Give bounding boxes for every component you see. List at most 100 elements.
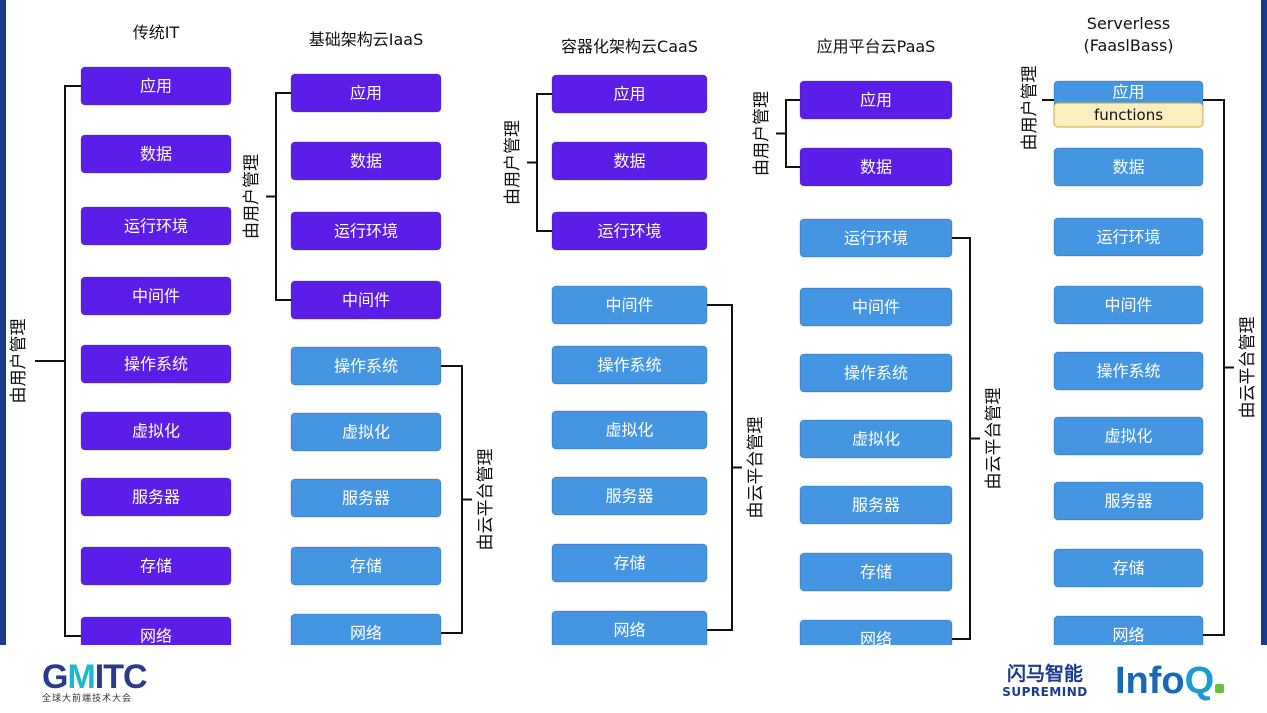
layer-box: 数据 — [1053, 147, 1204, 187]
layer-box: 操作系统 — [1053, 351, 1204, 391]
gmitc-wordmark: GMITC — [42, 658, 148, 696]
layer-label: 数据 — [140, 145, 172, 164]
layer-box-bg — [80, 344, 232, 384]
cloud-managed-label: 由云平台管理 — [1238, 317, 1258, 419]
layer-box: 网络 — [551, 610, 708, 645]
column-title: 应用平台云PaaS — [817, 37, 936, 56]
layer-label: 操作系统 — [844, 364, 908, 383]
layer-box-bg — [1053, 416, 1204, 456]
layer-label: 操作系统 — [597, 356, 661, 375]
layer-box-bg — [551, 543, 708, 583]
layer-label: 操作系统 — [1096, 362, 1160, 381]
layer-box: 虚拟化 — [290, 412, 442, 452]
layer-box-bg — [1053, 285, 1204, 325]
layer-box-bg — [80, 546, 232, 586]
user-managed-label: 由用户管理 — [752, 91, 772, 176]
layer-label: 应用 — [1112, 83, 1144, 102]
service-model-diagram: 传统IT应用数据运行环境中间件操作系统虚拟化服务器存储网络由用户管理基础架构云I… — [9, 14, 1258, 646]
layer-box: 网络 — [1053, 615, 1204, 645]
layer-box-bg — [80, 411, 232, 451]
layer-box: 虚拟化 — [799, 419, 953, 459]
layer-box: 应用 — [80, 66, 232, 106]
layer-label: 虚拟化 — [605, 421, 653, 440]
column-5: Serverless(FaaslBass)应用functions数据运行环境中间… — [1042, 14, 1234, 645]
layer-label: 网络 — [860, 630, 892, 646]
layer-box: 虚拟化 — [1053, 416, 1204, 456]
supremind-logo: 闪马智能 SUPREMIND — [995, 664, 1095, 704]
layer-box-bg — [1053, 481, 1204, 521]
layer-label: 应用 — [140, 77, 172, 96]
cloud-managed-label: 由云平台管理 — [984, 388, 1004, 490]
layer-box-bg — [551, 345, 708, 385]
layer-box: 操作系统 — [799, 353, 953, 393]
user-managed-bracket — [776, 99, 800, 168]
layer-box-bg — [1053, 217, 1204, 257]
layer-box-bg — [290, 412, 442, 452]
user-managed-bracket — [266, 92, 291, 301]
layer-label: 操作系统 — [334, 357, 398, 376]
layer-box: 应用 — [799, 80, 953, 120]
layer-label: 网络 — [1112, 626, 1144, 645]
layer-box: 数据 — [80, 134, 232, 174]
infoq-wordmark: InfoQ — [1115, 660, 1215, 702]
gmitc-logo: GMITC 全球大前端技术大会 — [42, 658, 152, 704]
layer-label: 存储 — [140, 557, 172, 576]
layer-box: 操作系统 — [290, 346, 442, 386]
column-title: (FaaslBass) — [1083, 36, 1173, 55]
layer-label: 网络 — [350, 624, 382, 643]
layer-box-bg — [799, 353, 953, 393]
layer-label: 应用 — [350, 84, 382, 103]
layer-box: 服务器 — [551, 476, 708, 516]
layer-label: 操作系统 — [124, 355, 188, 374]
layer-label: 服务器 — [132, 488, 180, 507]
layer-box: 存储 — [80, 546, 232, 586]
functions-box — [1053, 102, 1204, 128]
layer-box: 服务器 — [799, 485, 953, 525]
layer-box: 网络 — [290, 613, 442, 645]
infoq-dot-icon — [1215, 684, 1225, 693]
layer-label: 存储 — [1112, 559, 1144, 578]
layer-box-bg — [551, 410, 708, 450]
user-managed-label: 由用户管理 — [1020, 66, 1040, 151]
layer-label: 中间件 — [132, 287, 180, 306]
layer-box: 中间件 — [1053, 285, 1204, 325]
layer-box: 服务器 — [290, 478, 442, 518]
layer-box-bg — [290, 211, 442, 251]
layer-box: 存储 — [290, 546, 442, 586]
layer-box: 中间件 — [80, 276, 232, 316]
layer-label: 中间件 — [605, 296, 653, 315]
cloud-managed-bracket — [952, 237, 980, 640]
layer-box: 存储 — [1053, 548, 1204, 588]
layer-label: 中间件 — [1104, 296, 1152, 315]
column-title: 传统IT — [133, 23, 180, 42]
gmitc-subtitle: 全球大前端技术大会 — [42, 694, 133, 704]
user-managed-bracket — [527, 93, 552, 232]
layer-box-bg — [799, 287, 953, 327]
layer-box: 存储 — [551, 543, 708, 583]
user-managed-bracket — [35, 85, 81, 637]
layer-box-bg — [80, 276, 232, 316]
layer-label: 服务器 — [852, 496, 900, 515]
layer-box: 操作系统 — [80, 344, 232, 384]
layer-box: 中间件 — [290, 280, 442, 320]
layer-box-bg — [799, 485, 953, 525]
layer-box-bg — [799, 419, 953, 459]
user-managed-label: 由用户管理 — [242, 154, 262, 239]
layer-box: 中间件 — [799, 287, 953, 327]
layer-box: 服务器 — [80, 477, 232, 517]
layer-label: 虚拟化 — [1104, 427, 1152, 446]
layer-label: 运行环境 — [597, 222, 661, 241]
layer-label: 存储 — [613, 554, 645, 573]
layer-label: 虚拟化 — [852, 430, 900, 449]
layer-label: 运行环境 — [844, 229, 908, 248]
layer-box-bg — [80, 477, 232, 517]
layer-box: 操作系统 — [551, 345, 708, 385]
layer-box-bg — [80, 134, 232, 174]
layer-box-bg — [1053, 147, 1204, 187]
layer-box: 应用 — [290, 73, 442, 113]
layer-label: 服务器 — [605, 487, 653, 506]
layer-label: 网络 — [140, 627, 172, 646]
